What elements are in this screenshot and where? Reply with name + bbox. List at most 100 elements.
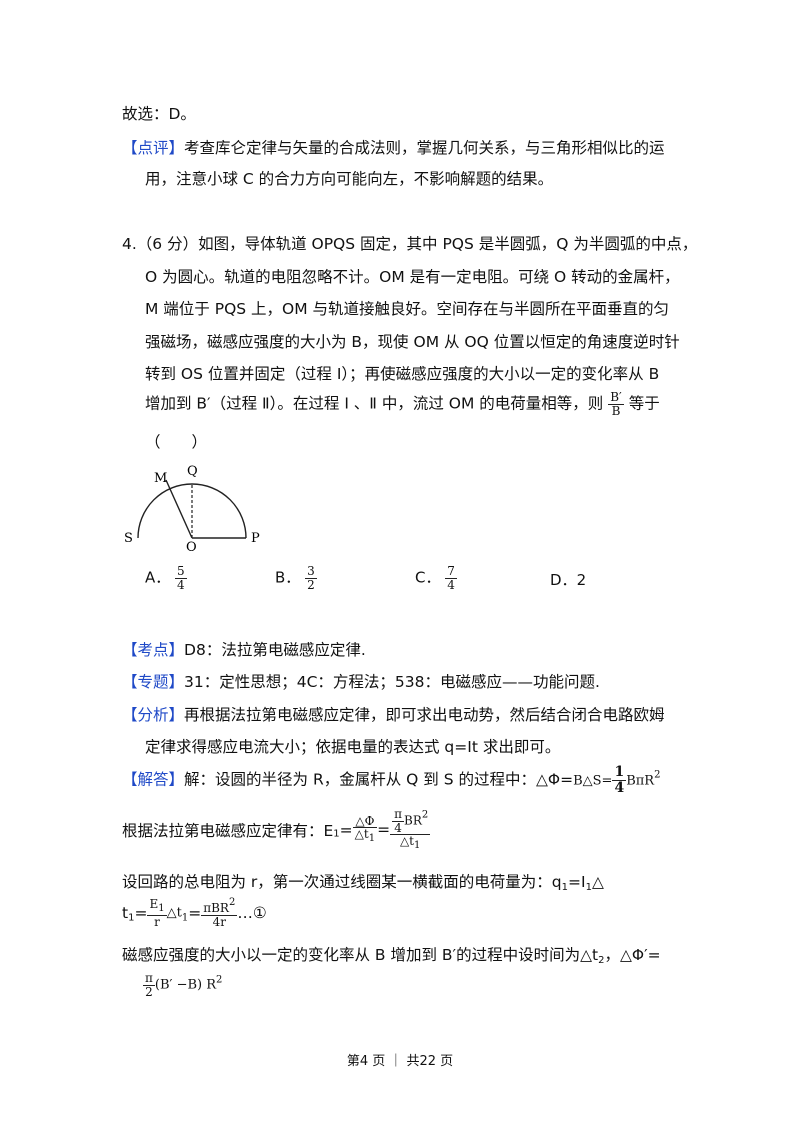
- circuit-sub-1: 1: [561, 882, 569, 893]
- option-c-letter: C．: [415, 568, 441, 587]
- t1-f1-num-sub: 1: [158, 903, 165, 915]
- jieda-frac-den: 4: [614, 779, 625, 796]
- last-sup: 2: [216, 974, 223, 986]
- review-tag: 【点评】: [122, 139, 185, 157]
- t1-a: t: [122, 904, 129, 923]
- t1-eq2: =: [188, 904, 202, 923]
- ratio-den: B: [611, 403, 621, 418]
- t1-f1-num: E: [149, 897, 159, 912]
- label-m: M: [154, 471, 167, 486]
- option-d: D．2: [550, 569, 586, 590]
- t1-f1-den: r: [154, 914, 160, 929]
- question-line-3: M 端位于 PQS 上，OM 与轨道接触良好。空间存在与半圆所在平面垂直的匀: [145, 300, 670, 318]
- faraday-f2-num-c: BR: [404, 813, 422, 828]
- question-line-5: 转到 OS 位置并固定（过程 Ⅰ）；再使磁感应强度的大小以一定的变化率从 B: [145, 365, 660, 383]
- t1-eq: =: [134, 904, 148, 923]
- label-o: O: [186, 540, 197, 553]
- review-text-1: 考查库仑定律与矢量的合成法则，掌握几何关系，与三角形相似比的运: [184, 139, 665, 157]
- faraday-text: 根据法拉第电磁感应定律有：E: [122, 821, 334, 840]
- question-line-2: O 为圆心。轨道的电阻忽略不计。OM 是有一定电阻。可绕 O 转动的金属杆，: [145, 268, 680, 286]
- jieda-tag: 【解答】: [122, 770, 185, 789]
- jieda-eq-a: B△S=: [573, 773, 613, 789]
- option-b-den: 2: [307, 577, 315, 592]
- option-d-value: 2: [576, 571, 587, 589]
- option-b-letter: B．: [275, 568, 301, 587]
- option-d-letter: D．: [550, 571, 577, 589]
- question-line-6-post: 等于: [628, 394, 660, 413]
- ratio-num: B′: [608, 390, 624, 405]
- faraday-eq: =: [339, 820, 353, 839]
- t1-end: …①: [237, 904, 267, 923]
- review-line-2: 用，注意小球 C 的合力方向可能向左，不影响解题的结果。: [145, 170, 554, 188]
- t1-mid: △t: [166, 905, 182, 921]
- change-text: 磁感应强度的大小以一定的变化率从 B 增加到 B′的过程中设时间为△t: [122, 946, 599, 964]
- jieda-text: 解：设圆的半径为 R，金属杆从 Q 到 S 的过程中：△Φ=: [184, 770, 574, 789]
- label-s: S: [124, 531, 133, 546]
- zhuanti-line: 【专题】31：定性思想；4C：方程法；538：电磁感应——功能问题.: [122, 670, 600, 692]
- review-line-1: 【点评】考查库仑定律与矢量的合成法则，掌握几何关系，与三角形相似比的运: [122, 136, 665, 158]
- jieda-eq-b: BπR: [626, 773, 655, 789]
- option-b-num: 3: [305, 564, 317, 579]
- change-line: 磁感应强度的大小以一定的变化率从 B 增加到 B′的过程中设时间为△t2，△Φ′…: [122, 943, 661, 966]
- zhuanti-text: 31：定性思想；4C：方程法；538：电磁感应——功能问题.: [184, 673, 600, 691]
- page-footer: 第4 页 ｜ 共22 页: [346, 1054, 454, 1069]
- option-a-num: 5: [175, 564, 187, 579]
- faraday-f2-den: △t: [399, 834, 415, 849]
- faraday-f2-den-sub: 1: [414, 840, 421, 852]
- option-c-den: 4: [447, 577, 455, 592]
- fenxi-line-1: 【分析】再根据法拉第电磁感应定律，即可求出电动势，然后结合闭合电路欧姆: [122, 703, 665, 725]
- semicircle-arc: [137, 483, 247, 539]
- question-paren: （ ）: [145, 433, 208, 451]
- kaodian-text: D8：法拉第电磁感应定律.: [184, 641, 366, 659]
- ratio-fraction: B′B: [608, 391, 624, 417]
- change-sub: 2: [598, 955, 605, 966]
- kaodian-line: 【考点】D8：法拉第电磁感应定律.: [122, 638, 366, 660]
- answer-line: 故选：D。: [122, 105, 196, 123]
- t1-mid-sub: 1: [181, 912, 189, 924]
- circuit-tri: △: [591, 873, 604, 891]
- circuit-text: 设回路的总电阻为 r，第一次通过线圈某一横截面的电荷量为：q: [122, 873, 562, 891]
- last-f-num: π: [143, 971, 155, 986]
- faraday-fraction-1: △Φ△t1: [352, 815, 378, 845]
- faraday-f2-num-sup: 2: [421, 809, 429, 821]
- change-end: ，△Φ′=: [604, 946, 661, 964]
- fenxi-tag: 【分析】: [122, 706, 185, 724]
- faraday-f2-num-a: π: [392, 807, 404, 822]
- zhuanti-tag: 【专题】: [122, 673, 185, 691]
- fenxi-line-2: 定律求得感应电流大小；依据电量的表达式 q=It 求出即可。: [145, 738, 561, 756]
- question-line-6: 增加到 B′（过程 Ⅱ）。在过程 Ⅰ 、Ⅱ 中，流过 OM 的电荷量相等，则 B…: [145, 391, 660, 417]
- label-p: P: [251, 531, 260, 546]
- last-expr: (B′ −B) R: [154, 977, 217, 993]
- circuit-sub-2: 1: [585, 882, 592, 893]
- jieda-eq-sup: 2: [654, 769, 661, 781]
- faraday-f2-num-b: 4: [394, 820, 402, 835]
- rod-om: [165, 479, 193, 539]
- semicircle-figure: M Q S O P: [124, 464, 260, 553]
- faraday-f1-den: △t: [354, 827, 369, 842]
- question-line-1: 4.（6 分）如图，导体轨道 OPQS 固定，其中 PQS 是半圆弧，Q 为半圆…: [122, 235, 698, 253]
- question-line-6-pre: 增加到 B′（过程 Ⅱ）。在过程 Ⅰ 、Ⅱ 中，流过 OM 的电荷量相等，则: [145, 394, 604, 413]
- jieda-frac-num: 1: [612, 764, 627, 781]
- option-a-den: 4: [177, 577, 185, 592]
- circuit-line: 设回路的总电阻为 r，第一次通过线圈某一横截面的电荷量为：q1=I1△: [122, 870, 604, 893]
- faraday-sub: 1: [333, 828, 340, 840]
- question-line-4: 强磁场，磁感应强度的大小为 B，现使 OM 从 OQ 位置以恒定的角速度逆时针: [145, 333, 680, 351]
- t1-f2-den: 4r: [212, 914, 226, 929]
- option-a-letter: A．: [145, 568, 171, 587]
- faraday-f1-num: △Φ: [352, 815, 378, 829]
- last-f-den: 2: [145, 984, 153, 999]
